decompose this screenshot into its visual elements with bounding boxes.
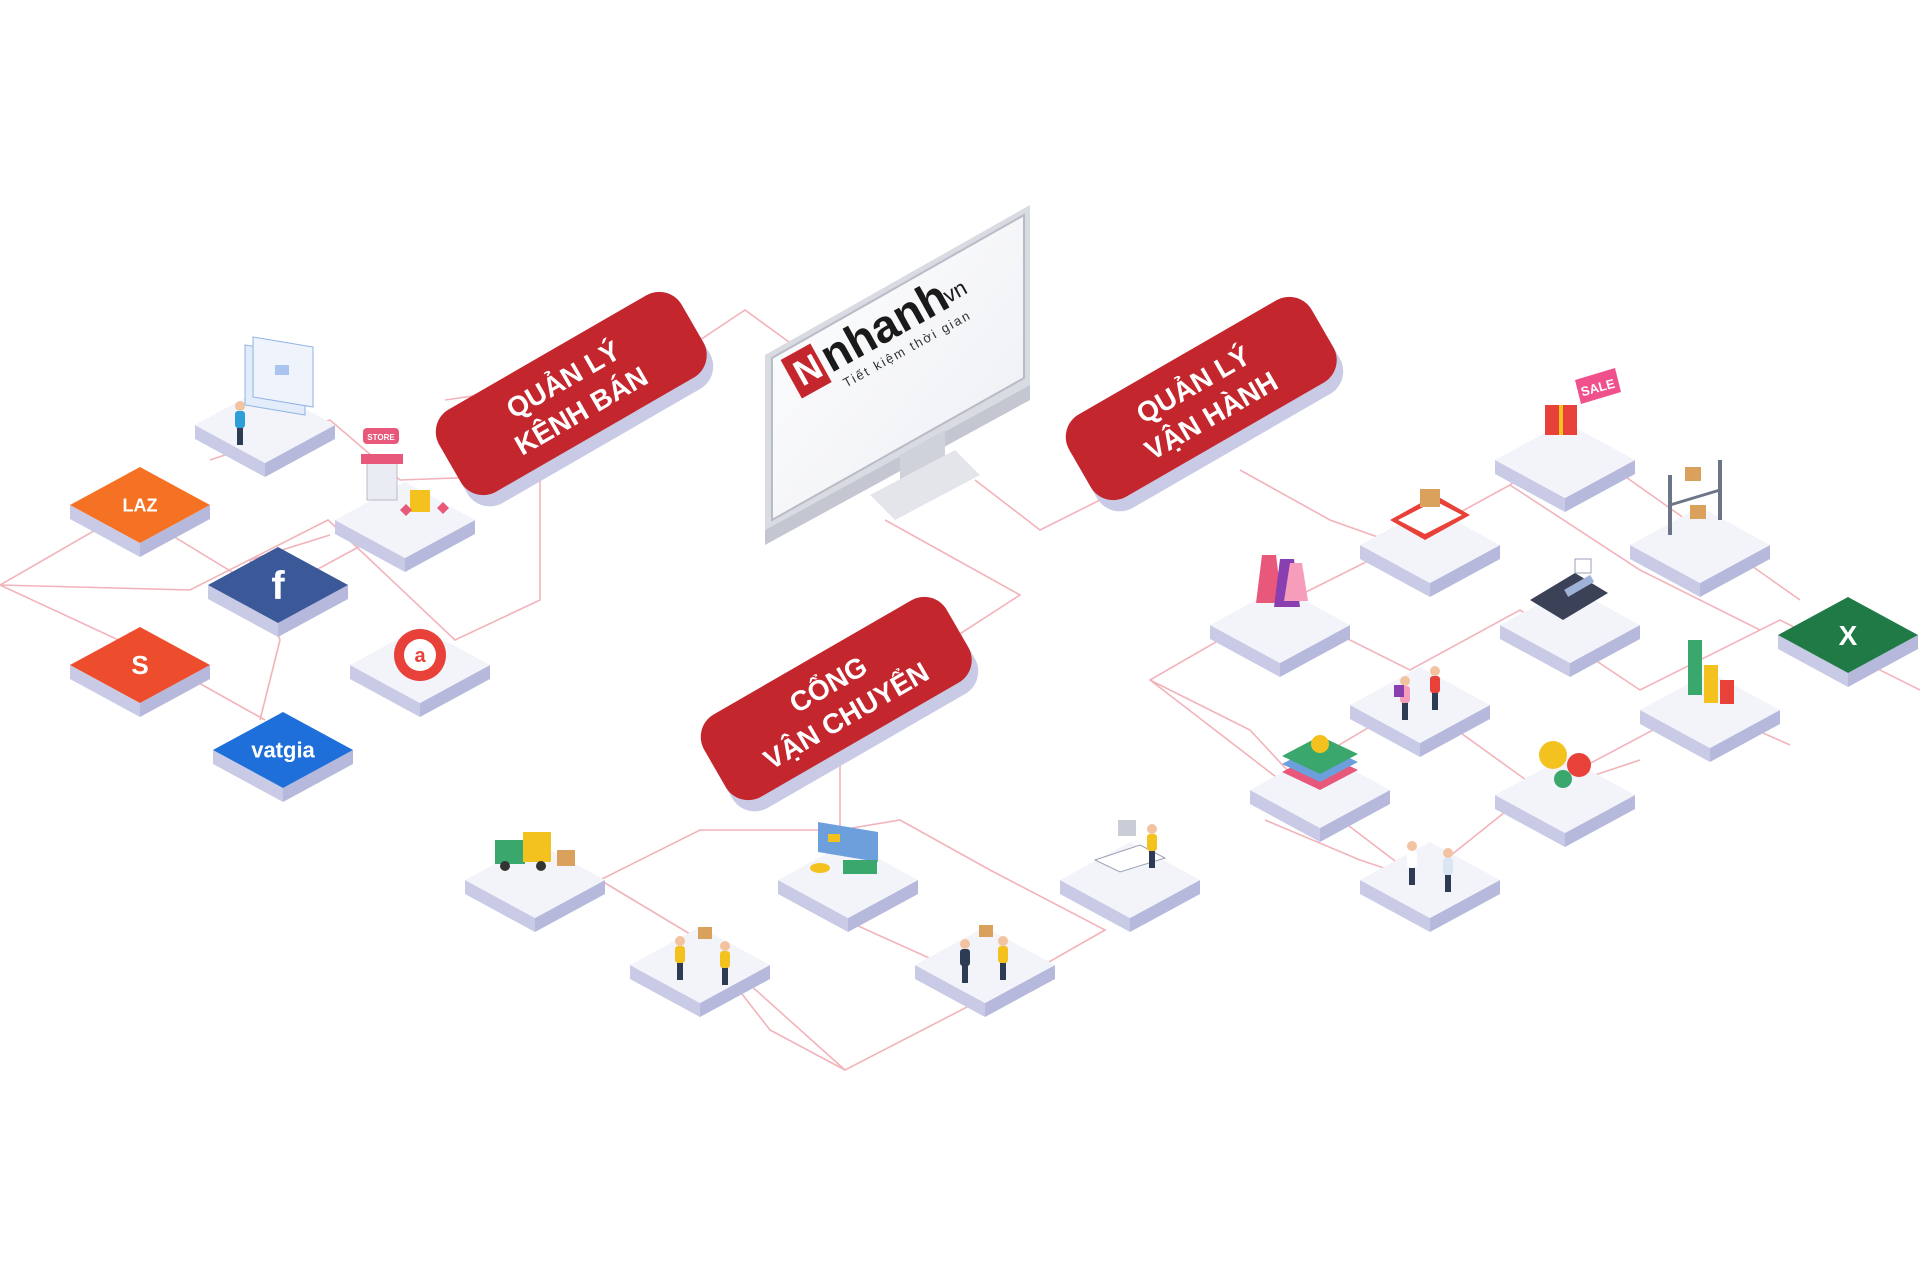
- warehouse-shelf-icon[interactable]: [1630, 460, 1770, 597]
- store-sign: STORE: [367, 433, 395, 442]
- facebook-label: f: [271, 564, 285, 608]
- shoppers-icon[interactable]: [1350, 666, 1490, 757]
- books-icon[interactable]: [1250, 735, 1390, 842]
- pos-terminal-icon[interactable]: [1500, 558, 1640, 677]
- hub-sales[interactable]: QUẢN LÝ KÊNH BÁN: [426, 282, 722, 516]
- excel-icon[interactable]: X: [1778, 597, 1918, 687]
- lazada-icon[interactable]: LAZ: [70, 467, 210, 557]
- vatgia-label: vatgia: [251, 738, 315, 763]
- excel-label: X: [1839, 620, 1858, 651]
- person-legs: [722, 967, 728, 985]
- delivery-handoff-icon[interactable]: [630, 927, 770, 1017]
- lazada-label: LAZ: [123, 495, 158, 515]
- shopee-label: S: [131, 650, 148, 680]
- support-desk-icon[interactable]: [1060, 820, 1200, 932]
- person-legs: [1000, 962, 1006, 980]
- person-legs: [1432, 692, 1438, 710]
- vatgia-icon[interactable]: vatgia: [213, 712, 353, 802]
- person-legs: [677, 962, 683, 980]
- staff-icon[interactable]: [1360, 841, 1500, 932]
- gears-icon[interactable]: [1495, 741, 1635, 847]
- logo-mark: [780, 343, 832, 399]
- store-icon[interactable]: STORE: [335, 428, 475, 572]
- hub-ops[interactable]: QUẢN LÝ VẬN HÀNH: [1056, 287, 1352, 521]
- adayroi-label: a: [414, 645, 426, 667]
- payment-card-icon[interactable]: [778, 822, 918, 932]
- person-legs: [1402, 702, 1408, 720]
- truck-icon[interactable]: [465, 832, 605, 932]
- hub-shipping[interactable]: CỔNG VẬN CHUYỂN: [691, 587, 987, 821]
- person-legs: [1149, 850, 1155, 868]
- person-legs: [1445, 874, 1451, 892]
- monitor-icon[interactable]: N nhanh .vn Tiết kiệm thời gian: [765, 205, 1030, 545]
- parcel-handoff-icon[interactable]: [915, 925, 1055, 1017]
- web-admin-icon[interactable]: [195, 336, 335, 477]
- person-legs: [1409, 867, 1415, 885]
- person-legs: [962, 965, 968, 983]
- facebook-icon[interactable]: f: [208, 547, 348, 637]
- person-legs: [237, 427, 243, 445]
- bar-chart-icon[interactable]: [1640, 640, 1780, 762]
- adayroi-icon[interactable]: a: [350, 627, 490, 717]
- clothes-icon[interactable]: [1210, 555, 1350, 677]
- gift-sale-icon[interactable]: SALE: [1495, 368, 1635, 512]
- shopee-icon[interactable]: S: [70, 627, 210, 717]
- order-tablet-icon[interactable]: [1360, 489, 1500, 597]
